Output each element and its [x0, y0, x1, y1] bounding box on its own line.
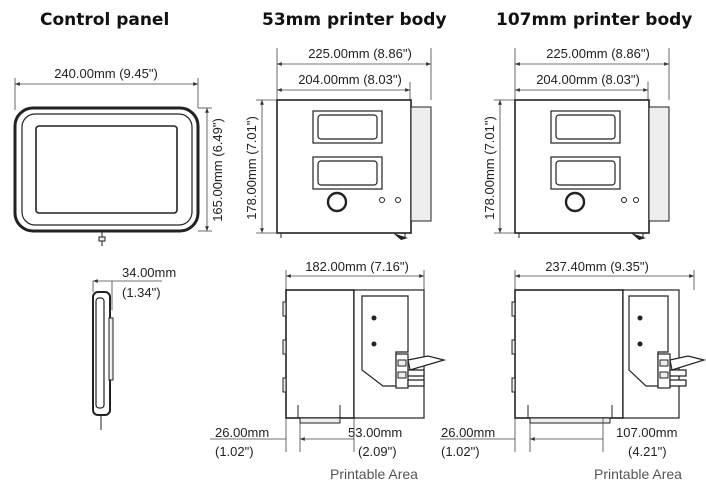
body53-inner-width-label: 204.00mm (8.03") [298, 72, 402, 87]
control-panel-front-view: 240.00mm (9.45") 165.00mm (6.49") [13, 66, 225, 246]
control-panel-depth-mm-label: 34.00mm [122, 265, 176, 280]
header-107mm-body: 107mm printer body [496, 10, 692, 30]
control-panel-side-view: 34.00mm (1.34") [92, 265, 176, 430]
control-panel-width-label: 240.00mm (9.45") [54, 66, 158, 81]
body53-printable-mm-label: 53.00mm [348, 425, 402, 440]
body107-side-view: 237.40mm (9.35") 26.00mm (1.02") 107.00m… [440, 259, 706, 482]
body107-side-depth-label: 237.40mm (9.35") [545, 259, 649, 274]
body53-offset-mm-label: 26.00mm [215, 425, 269, 440]
body53-height-label: 178.00mm (7.01") [244, 116, 259, 220]
body53-offset-in-label: (1.02") [215, 444, 254, 459]
body53-printable-area-caption: Printable Area [330, 466, 418, 482]
body107-printable-in-label: (4.21") [628, 444, 667, 459]
control-panel-height-label: 165.00mm (6.49") [210, 118, 225, 222]
body107-printable-mm-label: 107.00mm [616, 425, 677, 440]
body53-outer-width-label: 225.00mm (8.86") [308, 46, 412, 61]
body53-printable-in-label: (2.09") [358, 444, 397, 459]
control-panel-depth-in-label: (1.34") [122, 285, 161, 300]
body107-outer-width-label: 225.00mm (8.86") [546, 46, 650, 61]
body107-inner-width-label: 204.00mm (8.03") [536, 72, 640, 87]
body53-front-view: 225.00mm (8.86") 204.00mm (8.03") 178.00… [244, 46, 432, 240]
body53-side-view: 182.00mm (7.16") 26.00mm (1.02") 53.00mm… [210, 259, 447, 482]
header-control-panel: Control panel [40, 10, 169, 30]
body107-front-view: 225.00mm (8.86") 204.00mm (8.03") 178.00… [482, 46, 670, 240]
header-53mm-body: 53mm printer body [262, 10, 447, 30]
body107-offset-in-label: (1.02") [441, 444, 480, 459]
body53-side-depth-label: 182.00mm (7.16") [305, 259, 409, 274]
body107-height-label: 178.00mm (7.01") [482, 116, 497, 220]
body107-printable-area-caption: Printable Area [594, 466, 682, 482]
body107-offset-mm-label: 26.00mm [441, 425, 495, 440]
